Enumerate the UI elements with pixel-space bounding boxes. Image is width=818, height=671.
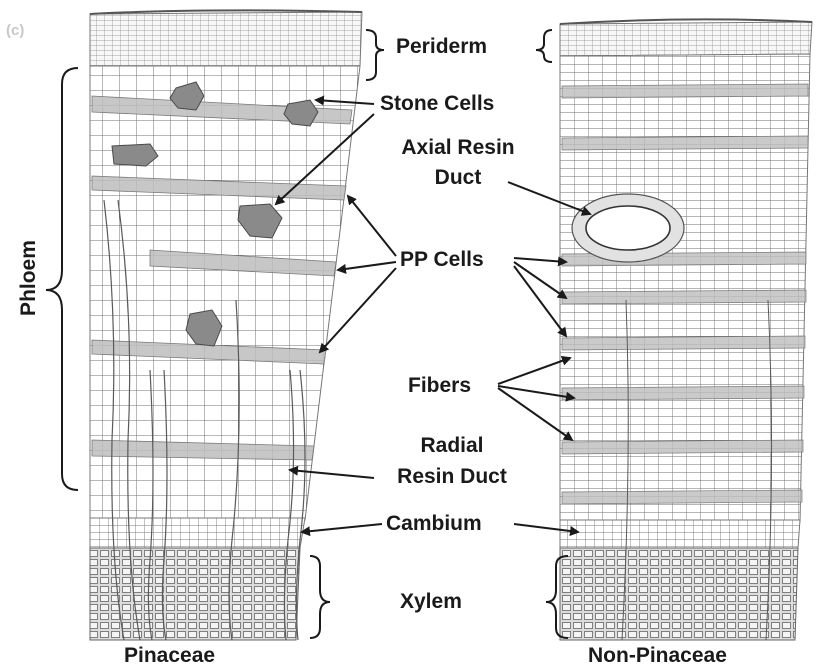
non-pinaceae-periderm-layer bbox=[560, 22, 812, 56]
periderm-label: Periderm bbox=[396, 35, 487, 59]
xylem-bracket-left bbox=[310, 556, 330, 638]
fibers-label: Fibers bbox=[408, 374, 471, 398]
radial-resin-duct-label-line1: Radial bbox=[372, 434, 532, 458]
non-pinaceae-caption: Non-Pinaceae bbox=[588, 644, 727, 668]
pp-cells-arrow-1 bbox=[348, 196, 396, 256]
pp-cells-label: PP Cells bbox=[400, 248, 484, 272]
periderm-bracket-right bbox=[536, 30, 552, 62]
panel-letter: (c) bbox=[6, 22, 24, 39]
phloem-bracket bbox=[46, 68, 78, 490]
pp-cells-arrow-6 bbox=[514, 266, 566, 336]
pp-band bbox=[562, 84, 808, 98]
periderm-bracket-left bbox=[366, 30, 384, 80]
axial-resin-duct-lumen bbox=[586, 206, 670, 250]
radial-resin-duct-label: Radial Resin Duct bbox=[372, 434, 532, 489]
pp-cells-arrow-2 bbox=[338, 262, 396, 270]
pp-band bbox=[562, 386, 804, 400]
fibers-arrow-1 bbox=[498, 358, 570, 384]
pinaceae-cambium-zone bbox=[90, 518, 305, 548]
pp-cells-arrow-4 bbox=[514, 258, 566, 262]
stone-cells-label: Stone Cells bbox=[380, 92, 494, 116]
non-pinaceae-xylem-tissue bbox=[560, 548, 798, 640]
non-pinaceae-cambium-zone bbox=[560, 520, 800, 548]
axial-resin-duct-label-line2: Duct bbox=[378, 166, 538, 190]
pp-band bbox=[562, 336, 805, 350]
axial-resin-duct-label-line1: Axial Resin bbox=[378, 136, 538, 160]
pp-cells-arrow-5 bbox=[514, 262, 566, 298]
pinaceae-caption: Pinaceae bbox=[124, 644, 215, 668]
pp-band bbox=[562, 490, 802, 504]
cambium-label: Cambium bbox=[386, 512, 482, 536]
pinaceae-section bbox=[90, 10, 362, 640]
axial-resin-duct bbox=[572, 194, 684, 262]
pp-band bbox=[562, 440, 803, 454]
axial-resin-duct-label: Axial Resin Duct bbox=[378, 136, 538, 190]
pp-band bbox=[562, 290, 806, 304]
xylem-label: Xylem bbox=[400, 590, 462, 614]
radial-resin-duct-label-line2: Resin Duct bbox=[372, 465, 532, 489]
pp-band bbox=[562, 136, 808, 150]
cambium-arrow-left bbox=[302, 524, 382, 532]
non-pinaceae-section bbox=[560, 19, 812, 640]
phloem-label: Phloem bbox=[17, 238, 41, 318]
pinaceae-periderm-layer bbox=[90, 12, 362, 66]
